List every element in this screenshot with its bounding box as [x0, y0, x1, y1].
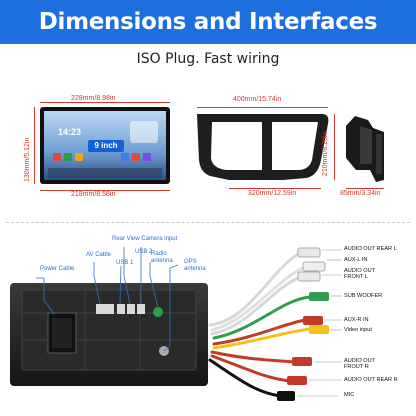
label-gps-antenna: GPS antenna — [184, 259, 206, 272]
screen-height: 130mm/5.12in — [24, 137, 31, 182]
dim-line — [40, 102, 170, 103]
page-title: Dimensions and Interfaces — [38, 9, 378, 35]
subtitle: ISO Plug. Fast wiring — [136, 51, 280, 67]
wire-harness — [208, 251, 312, 398]
frame-width-top: 400mm/15.74in — [233, 96, 282, 103]
dim-line — [334, 114, 335, 180]
av-connector — [96, 304, 114, 314]
app-icon — [132, 153, 140, 161]
dim-line — [197, 107, 328, 108]
harness-label: AUX-R IN — [344, 317, 369, 323]
side-depth: 85mm/3.34in — [340, 190, 381, 197]
harness-label: AUDIO OUT REAR R — [344, 377, 398, 383]
app-icon — [64, 153, 72, 161]
frame-width-bottom: 320mm/12.59in — [248, 190, 297, 197]
screen-width-bottom: 218mm/8.58in — [71, 191, 116, 198]
app-icon — [143, 153, 151, 161]
size-badge — [88, 140, 124, 152]
label-rear-camera: Rear View Camera input — [112, 236, 178, 242]
dim-line — [34, 107, 35, 184]
callout-lines — [36, 247, 179, 352]
radio-port — [153, 307, 163, 317]
weather-widget — [130, 121, 158, 143]
side-profile — [346, 116, 384, 182]
harness-label: AUDIO OUT FROUT R — [344, 358, 375, 370]
dim-line — [346, 188, 384, 189]
camera-port — [137, 304, 145, 314]
harness-label: AUDIO OUT REAR L — [344, 246, 397, 252]
app-icon — [121, 153, 129, 161]
dash-frame — [197, 114, 329, 180]
label-av-cable: AV Cable — [86, 252, 111, 258]
label-radio-antenna: Radio antenna — [151, 251, 173, 264]
section-divider — [6, 222, 410, 223]
label-leaders — [297, 249, 342, 397]
harness-label: MIC — [344, 392, 355, 398]
frame-height: 210mm/8.26in — [322, 131, 329, 176]
head-unit-screen — [40, 107, 170, 184]
unit-back — [10, 283, 208, 386]
label-usb2: USB 2 — [135, 249, 153, 255]
harness-label: Video input — [344, 327, 372, 333]
usb-port — [117, 304, 125, 314]
harness-label: AUX-L IN — [344, 257, 368, 263]
harness-label: SUB WOOFER — [344, 293, 383, 299]
dim-line — [40, 190, 170, 191]
app-icon — [75, 153, 83, 161]
header-banner: Dimensions and Interfaces — [0, 0, 416, 44]
app-icon — [53, 153, 61, 161]
harness-label: AUDIO OUT FRONT L — [344, 268, 375, 280]
rca-plugs — [277, 247, 329, 401]
screen-width-top: 228mm/8.98in — [71, 95, 116, 102]
label-usb1: USB 1 — [116, 260, 134, 266]
screen-clock: 14:23 — [58, 127, 82, 137]
screen-size-badge: 9 inch — [94, 141, 118, 150]
label-power-cable: Power Cable — [40, 266, 75, 272]
dim-line — [229, 188, 321, 189]
usb-port — [127, 304, 135, 314]
